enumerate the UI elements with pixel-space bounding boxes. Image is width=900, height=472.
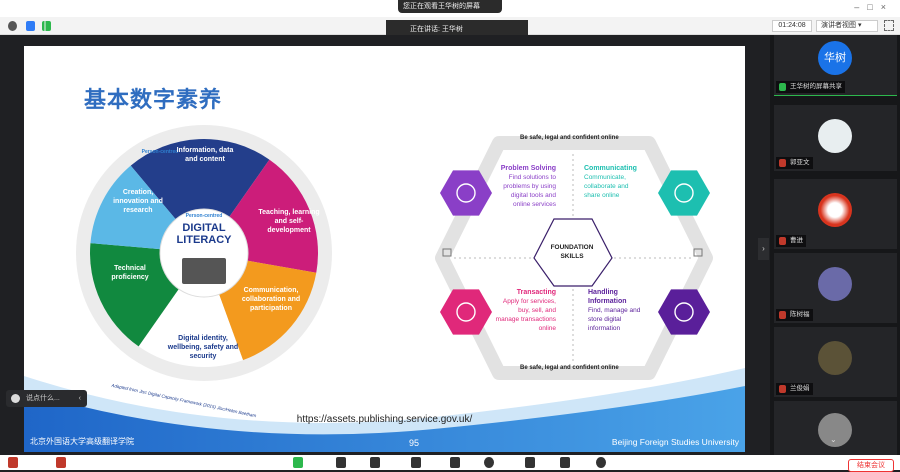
end-meeting-button[interactable]: 结束会议 [848, 459, 894, 472]
mic-muted-icon [779, 385, 786, 393]
participant-name: 郭亚文 [776, 157, 813, 169]
source-url: https://assets.publishing.service.gov.uk… [296, 414, 473, 425]
banner-top: Be safe, legal and confident online [520, 135, 619, 141]
speech-bubble-icon [674, 183, 694, 203]
info-icon[interactable] [8, 21, 17, 31]
participant-name: 兰俊娟 [776, 383, 813, 395]
participants-panel: 华树 王华树的屏幕共享 郭亚文 曹进 陈树福 兰俊娟 ⌄ [770, 35, 900, 455]
participant-tile[interactable]: 曹进 [774, 179, 897, 249]
skills-diagram [435, 136, 713, 380]
lock-icon [442, 248, 452, 257]
slide: 基本数字素养 Person-centred DIGITAL LITERACY P… [24, 46, 745, 452]
footer-university: Beijing Foreign Studies University [611, 437, 739, 447]
participant-name: 曹进 [776, 235, 806, 247]
center-title-2: LITERACY [176, 234, 232, 246]
segment-digital-identity [138, 253, 243, 368]
participants-icon[interactable] [411, 457, 421, 468]
mic-muted-icon [779, 159, 786, 167]
fullscreen-icon[interactable] [884, 20, 894, 31]
person-centred-label: Person-centred [141, 149, 179, 155]
layout-icon[interactable] [560, 457, 570, 468]
skill-hexagon [440, 289, 492, 335]
participant-tile[interactable]: ⌄ [774, 401, 897, 455]
slide-title: 基本数字素养 [84, 87, 223, 112]
lock-icon [693, 248, 703, 257]
emoji-icon[interactable] [11, 394, 20, 403]
segment-technical: Technical proficiency [111, 265, 149, 281]
chat-placeholder: 说点什么... [26, 395, 60, 402]
segment-creation: Creation, innovation and research [113, 189, 163, 214]
participant-name: 陈树福 [776, 309, 813, 321]
signal-icon [42, 21, 51, 31]
participant-tile[interactable]: 郭亚文 [774, 105, 897, 171]
digital-literacy-title: DIGITAL LITERACY [164, 222, 244, 246]
participant-name: 王华树的屏幕共享 [776, 81, 845, 93]
mic-icon [779, 83, 786, 91]
participant-tile[interactable]: 陈树福 [774, 253, 897, 323]
segment-digital-identity: Digital identity, wellbeing, safety and … [167, 335, 239, 360]
avatar [818, 119, 852, 153]
segment-information: Information, data and content [176, 147, 234, 163]
outer-hexagon [435, 136, 713, 380]
security-icon[interactable] [336, 457, 346, 468]
record-icon[interactable] [484, 457, 494, 468]
apps-icon[interactable] [525, 457, 535, 468]
invite-icon[interactable] [370, 457, 380, 468]
meeting-timer: 01:24:08 [772, 20, 812, 32]
avatar [818, 193, 852, 227]
banner-bottom: Be safe, legal and confident online [520, 365, 619, 371]
camera-off-icon[interactable] [56, 457, 66, 468]
laptop-icon [182, 258, 226, 284]
digital-literacy-wheel [76, 125, 332, 381]
chat-icon[interactable] [450, 457, 460, 468]
speaking-text: 正在讲话: 王华树 [410, 26, 463, 33]
lightbulb-icon [456, 183, 476, 203]
page-number: 95 [409, 438, 420, 448]
segment-communication: Communication, collaboration and partici… [241, 287, 301, 312]
slide-graphics [24, 125, 745, 452]
footer-wave [24, 386, 745, 452]
participant-tile[interactable]: 兰俊娟 [774, 327, 897, 397]
center-title-1: DIGITAL [182, 222, 226, 234]
avatar [818, 413, 852, 447]
window-controls[interactable]: –□× [854, 2, 894, 12]
view-mode-select[interactable]: 演讲者视图 ▾ [816, 20, 878, 32]
bottom-toolbar [0, 455, 900, 470]
wheel-center-label: Person-centred [112, 148, 208, 157]
collapse-panel-button[interactable]: › [758, 238, 769, 260]
mic-muted-icon[interactable] [8, 457, 18, 468]
person-centred-text: Person-centred [185, 213, 223, 219]
participant-tile[interactable]: 华树 王华树的屏幕共享 [774, 35, 897, 96]
scroll-down-icon[interactable]: ⌄ [830, 435, 837, 444]
avatar [818, 267, 852, 301]
award-ribbon-icon [674, 302, 694, 322]
share-screen-icon[interactable] [293, 457, 303, 468]
segment-teaching: Teaching, learning and self-development [258, 209, 320, 234]
skill-hexagon [658, 170, 710, 216]
viewing-tip: 您正在观看王华树的屏幕 [398, 0, 502, 13]
avatar [818, 341, 852, 375]
shield-icon[interactable] [26, 21, 35, 31]
chevron-left-icon[interactable]: ‹ [78, 395, 81, 402]
footer-school: 北京外国语大学高级翻译学院 [30, 437, 134, 446]
credit-card-icon [456, 302, 476, 322]
foundation-hexagon [533, 218, 613, 287]
view-mode-label: 演讲者视图 [821, 22, 856, 29]
segment-information [130, 139, 270, 253]
avatar: 华树 [818, 41, 852, 75]
skill-hexagon [440, 170, 492, 216]
skill-hexagon [658, 289, 710, 335]
settings-gear-icon[interactable] [596, 457, 606, 468]
mic-muted-icon [779, 237, 786, 245]
mic-muted-icon [779, 311, 786, 319]
chat-input[interactable]: 说点什么... ‹ [6, 390, 87, 407]
